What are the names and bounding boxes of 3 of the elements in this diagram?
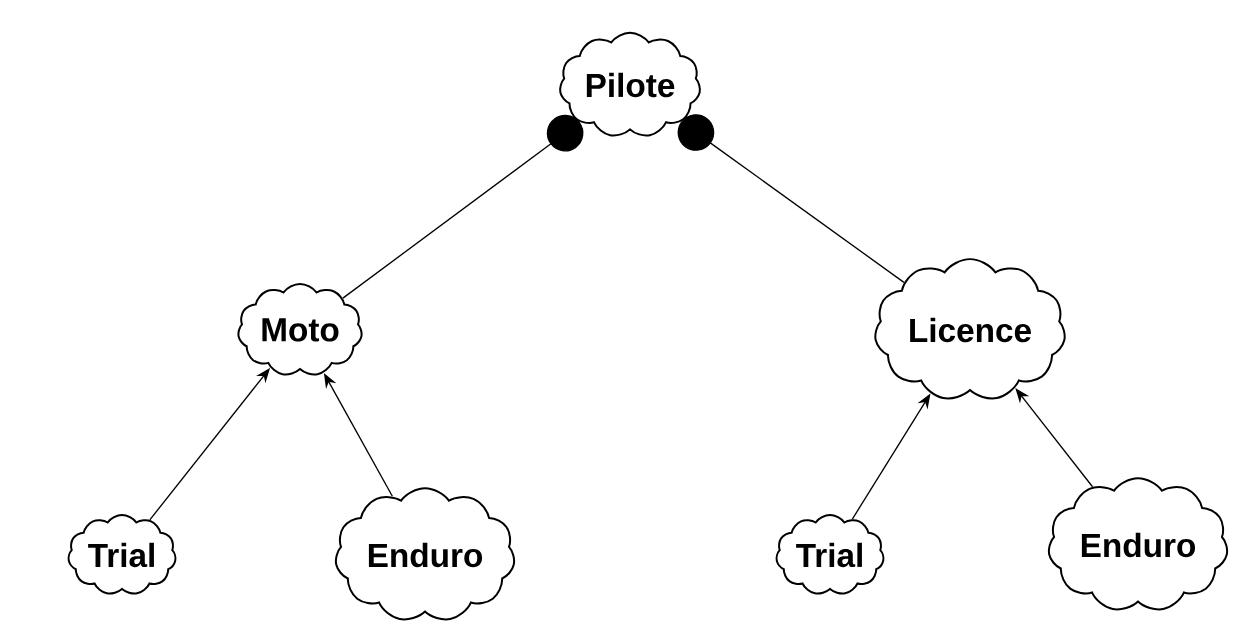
aggregation-line — [677, 114, 905, 284]
aggregation-line — [342, 114, 584, 299]
arrow — [1015, 388, 1094, 488]
